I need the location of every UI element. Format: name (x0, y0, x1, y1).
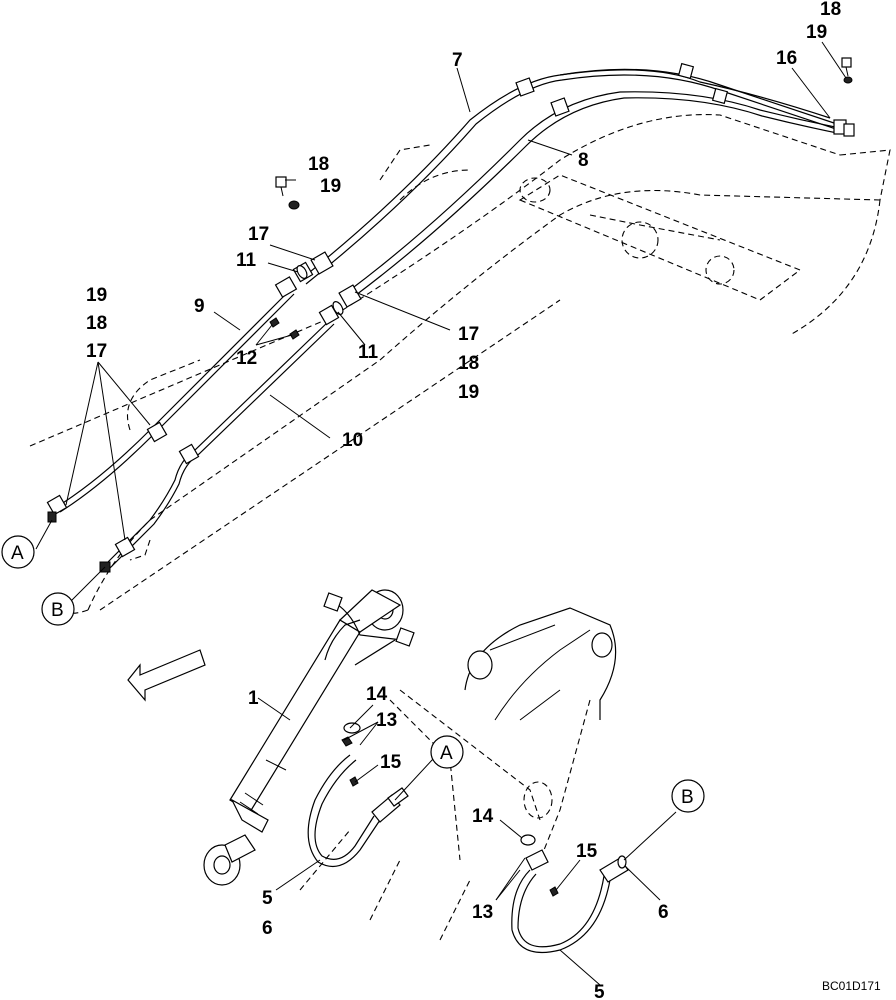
svg-text:B: B (51, 600, 64, 621)
callout-13: 13 (376, 710, 397, 731)
callout-13: 13 (472, 902, 493, 923)
callout-10: 10 (342, 430, 363, 451)
svg-text:A: A (11, 543, 24, 564)
callout-16: 16 (776, 48, 797, 69)
svg-text:A: A (440, 743, 453, 764)
callout-15: 15 (576, 841, 598, 862)
front-direction-arrow-icon (127, 649, 206, 702)
pipe-8 (349, 91, 843, 296)
bolt-18-top-right (841, 57, 853, 84)
callout-19: 19 (458, 382, 479, 403)
connection-marker-b-lower: B (671, 779, 705, 813)
leader-lines (35, 41, 847, 986)
svg-text:B: B (681, 787, 694, 808)
callout-9: 9 (194, 296, 205, 317)
drawing-code: BC01D171 (822, 979, 881, 993)
callout-14: 14 (366, 684, 388, 705)
junction-fittings (46, 251, 362, 573)
callout-19: 19 (86, 285, 107, 306)
callout-19: 19 (806, 22, 827, 43)
connection-marker-a-upper: A (1, 535, 35, 569)
callout-1: 1 (248, 688, 259, 709)
pipe-clamps-upper (515, 62, 855, 137)
bolts-12 (269, 317, 300, 340)
pipe-9 (54, 289, 295, 513)
callout-19: 19 (320, 176, 341, 197)
arm-cylinder (203, 589, 415, 886)
callout-18: 18 (458, 353, 479, 374)
bolt-18-upper-middle (275, 176, 300, 210)
callout-11: 11 (358, 342, 379, 363)
pipe-7 (299, 68, 843, 285)
callout-5: 5 (594, 982, 605, 1000)
callout-18: 18 (820, 0, 841, 20)
callout-14: 14 (472, 806, 494, 827)
callout-15: 15 (380, 752, 402, 773)
hose-5-b (511, 834, 629, 954)
connection-marker-a-lower: A (430, 735, 464, 769)
callout-17: 17 (458, 324, 479, 345)
callout-7: 7 (452, 50, 463, 71)
boom-cylinder (518, 174, 802, 301)
callout-12: 12 (236, 348, 257, 369)
arm-end (299, 607, 617, 941)
callout-8: 8 (578, 150, 589, 171)
callout-18: 18 (308, 154, 329, 175)
callout-18: 18 (86, 313, 107, 334)
callout-labels: 7 8 18 19 16 18 19 17 11 9 12 11 17 18 1… (86, 0, 841, 1000)
hose-5-a (307, 722, 409, 868)
callout-17: 17 (248, 224, 269, 245)
callout-6: 6 (658, 902, 669, 923)
callout-17: 17 (86, 341, 107, 362)
connection-marker-b-upper: B (41, 592, 75, 626)
callout-11: 11 (236, 250, 257, 271)
boom-outline (29, 114, 891, 614)
callout-5: 5 (262, 888, 273, 909)
callout-6: 6 (262, 918, 273, 939)
